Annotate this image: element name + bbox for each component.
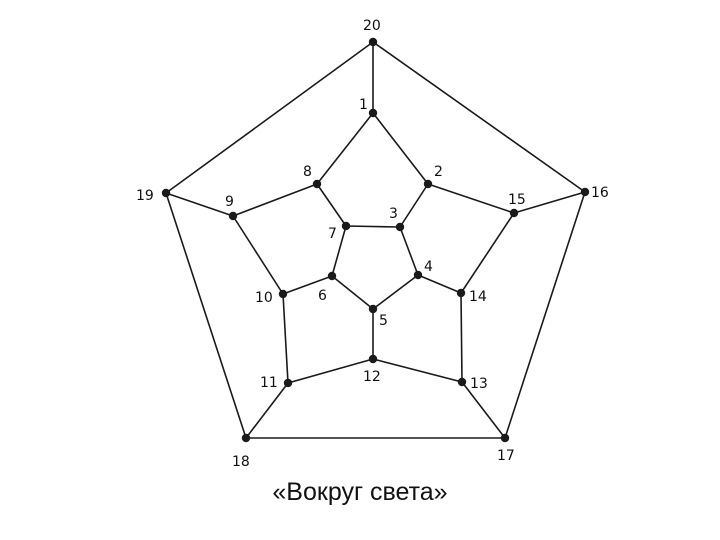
node-18	[241, 433, 251, 443]
node-label-9: 9	[225, 194, 234, 210]
node-11	[283, 378, 293, 388]
node-7	[341, 221, 351, 231]
graph-nodes	[161, 37, 590, 443]
node-6	[327, 271, 337, 281]
edge-8-1	[316, 112, 374, 185]
edge-11-10	[282, 293, 289, 384]
node-label-19: 19	[136, 188, 154, 204]
node-label-1: 1	[359, 97, 368, 113]
node-label-10: 10	[255, 290, 273, 306]
node-label-6: 6	[318, 288, 327, 304]
node-label-18: 18	[232, 454, 250, 470]
diagram-caption: «Вокруг света»	[272, 478, 448, 506]
edge-18-19	[165, 192, 247, 439]
edge-18-11	[245, 382, 289, 439]
node-20	[368, 37, 378, 47]
edge-19-9	[165, 192, 234, 217]
edge-14-4	[417, 274, 462, 294]
node-label-2: 2	[434, 164, 443, 180]
node-8	[312, 179, 322, 189]
node-16	[580, 187, 590, 197]
edge-19-20	[165, 41, 374, 194]
edge-12-11	[287, 358, 374, 384]
edge-6-7	[331, 225, 347, 277]
graph-edges	[165, 41, 586, 439]
node-13	[457, 377, 467, 387]
node-4	[413, 270, 423, 280]
edge-16-15	[513, 191, 586, 214]
node-5	[368, 304, 378, 314]
node-15	[509, 208, 519, 218]
node-14	[456, 288, 466, 298]
edge-5-6	[331, 275, 374, 310]
node-label-8: 8	[303, 164, 312, 180]
edge-13-12	[372, 358, 463, 383]
edge-8-7	[316, 183, 347, 227]
edge-10-9	[232, 215, 284, 295]
edge-2-15	[427, 183, 515, 214]
node-17	[500, 433, 510, 443]
node-label-13: 13	[470, 376, 488, 392]
edge-20-16	[372, 41, 586, 193]
edge-1-2	[372, 112, 429, 185]
node-2	[423, 179, 433, 189]
edge-17-13	[461, 381, 506, 439]
edge-16-17	[504, 191, 586, 439]
node-label-16: 16	[591, 185, 609, 201]
node-label-11: 11	[260, 375, 278, 391]
node-3	[395, 222, 405, 232]
edge-4-5	[372, 274, 419, 310]
node-label-7: 7	[328, 226, 337, 242]
edge-9-8	[232, 183, 318, 217]
node-label-20: 20	[363, 18, 381, 34]
edge-10-6	[282, 275, 333, 295]
node-label-15: 15	[508, 192, 526, 208]
node-label-4: 4	[424, 259, 433, 275]
edge-7-3	[345, 225, 401, 228]
node-1	[368, 108, 378, 118]
node-label-12: 12	[363, 369, 381, 385]
node-10	[278, 289, 288, 299]
node-label-17: 17	[497, 448, 515, 464]
node-label-5: 5	[379, 313, 388, 329]
node-label-3: 3	[389, 206, 398, 222]
node-label-14: 14	[469, 289, 487, 305]
node-19	[161, 188, 171, 198]
edge-15-14	[460, 212, 515, 294]
edge-2-3	[399, 183, 429, 228]
edge-3-4	[399, 226, 419, 276]
edge-14-13	[460, 292, 463, 383]
node-9	[228, 211, 238, 221]
node-12	[368, 354, 378, 364]
